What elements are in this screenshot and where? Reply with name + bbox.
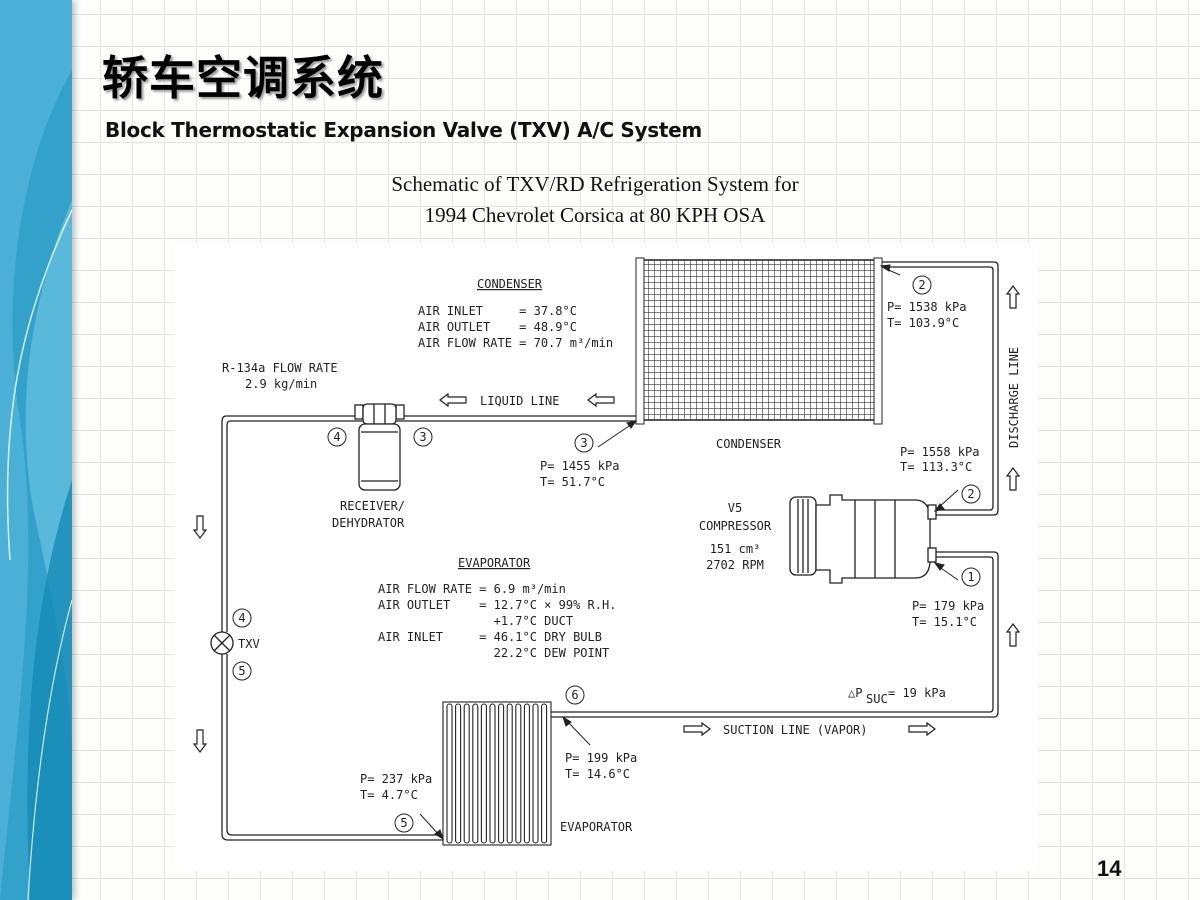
point-1-number: 1 <box>967 570 974 584</box>
point-2-pressure-condenser: P= 1538 kPa <box>887 300 966 314</box>
slide-sidebar-decoration <box>0 0 72 900</box>
liquid-line-label: LIQUID LINE <box>480 394 559 408</box>
point-3-temperature: T= 51.7°C <box>540 475 605 489</box>
condenser-info-line: AIR INLET = 37.8°C <box>418 304 577 318</box>
point-1-temperature: T= 15.1°C <box>912 615 977 629</box>
point-5-number: 5 <box>400 816 407 830</box>
liquid-line-pipe <box>221 415 640 632</box>
evaporator-tube <box>506 703 513 844</box>
suction-line-pipe <box>551 551 999 718</box>
point-6-number: 6 <box>571 688 578 702</box>
point-3-number-outlet: 3 <box>580 436 587 450</box>
point-3-pressure: P= 1455 kPa <box>540 459 619 473</box>
evaporator-info-line: AIR OUTLET = 12.7°C × 99% R.H. <box>378 598 616 612</box>
evaporator-tube <box>455 703 462 844</box>
point-2-number: 2 <box>918 278 925 292</box>
compressor-model: V5 <box>728 501 742 515</box>
compressor-displacement: 151 cm³ <box>710 542 761 556</box>
point-2-number-outlet: 2 <box>967 487 974 501</box>
evaporator-info-heading: EVAPORATOR <box>458 556 531 570</box>
txv-to-evaporator-pipe <box>221 654 443 841</box>
txv-label: TXV <box>238 637 260 651</box>
point-6-temperature: T= 14.6°C <box>565 767 630 781</box>
compressor-rpm: 2702 RPM <box>706 558 764 572</box>
evaporator-info-line: AIR INLET = 46.1°C DRY BULB <box>378 630 602 644</box>
evaporator-tube <box>523 703 530 844</box>
evaporator-label: EVAPORATOR <box>560 820 633 834</box>
condenser-info-line: AIR OUTLET = 48.9°C <box>418 320 577 334</box>
evaporator-info-line: AIR FLOW RATE = 6.9 m³/min <box>378 582 566 596</box>
down-arrow-2-icon <box>192 729 208 753</box>
point-3-number: 3 <box>419 430 426 444</box>
txv-valve-icon <box>210 631 234 655</box>
dehydrator-label: DEHYDRATOR <box>332 516 405 530</box>
condenser-info-heading: CONDENSER <box>477 277 543 291</box>
delta-p-value: = 19 kPa <box>888 686 946 700</box>
liquid-line-arrow-right-icon <box>587 392 615 408</box>
discharge-up-arrow-2-icon <box>1005 467 1021 491</box>
evaporator-tube <box>541 703 548 844</box>
discharge-line-label: DISCHARGE LINE <box>1007 347 1021 448</box>
condenser-coil <box>635 257 883 425</box>
point-2-temperature-condenser: T= 103.9°C <box>887 316 959 330</box>
diagram-title-line-1: Schematic of TXV/RD Refrigeration System… <box>391 172 799 196</box>
evaporator-tube <box>472 703 479 844</box>
point-4-number-txv: 4 <box>238 611 245 625</box>
discharge-up-arrow-icon <box>1005 285 1021 309</box>
point-5-pressure: P= 237 kPa <box>360 772 432 786</box>
point-2-pressure: P= 1558 kPa <box>900 445 979 459</box>
point-6-pressure: P= 199 kPa <box>565 751 637 765</box>
discharge-line-pipe <box>880 261 999 516</box>
point-4-number: 4 <box>333 430 340 444</box>
suction-up-arrow-icon <box>1005 623 1021 647</box>
suction-arrow-right-icon <box>908 721 936 737</box>
delta-p-label: △P <box>848 686 862 700</box>
evaporator-tube <box>498 703 505 844</box>
compressor-icon <box>789 494 937 584</box>
flow-rate-label: R-134a FLOW RATE <box>222 361 338 375</box>
page-number: 14 <box>1097 856 1122 881</box>
evaporator-tube <box>515 703 522 844</box>
delta-p-subscript: SUC <box>866 692 888 706</box>
sidebar-waves <box>0 0 72 900</box>
evaporator-tube <box>480 703 487 844</box>
compressor-label: COMPRESSOR <box>699 519 772 533</box>
diagram-title-line-2: 1994 Chevrolet Corsica at 80 KPH OSA <box>424 203 766 227</box>
flow-rate-value: 2.9 kg/min <box>245 377 317 391</box>
point-2-temperature: T= 113.3°C <box>900 460 972 474</box>
receiver-label: RECEIVER/ <box>340 499 405 513</box>
evaporator-tube <box>446 703 453 844</box>
condenser-label: CONDENSER <box>716 437 782 451</box>
condenser-info-line: AIR FLOW RATE = 70.7 m³/min <box>418 336 613 350</box>
suction-arrow-left-icon <box>683 721 711 737</box>
point-5-number-txv: 5 <box>238 664 245 678</box>
point-5-temperature: T= 4.7°C <box>360 788 418 802</box>
evaporator-info-line: +1.7°C DUCT <box>378 614 573 628</box>
evaporator-info-line: 22.2°C DEW POINT <box>378 646 609 660</box>
evaporator-coil <box>442 701 552 846</box>
down-arrow-icon <box>192 515 208 539</box>
evaporator-tube <box>463 703 470 844</box>
slide-title: 轿车空调系统 <box>102 51 384 105</box>
slide-subtitle: Block Thermostatic Expansion Valve (TXV)… <box>105 118 702 142</box>
suction-line-label: SUCTION LINE (VAPOR) <box>723 723 868 737</box>
evaporator-tube <box>532 703 539 844</box>
receiver-dehydrator <box>354 403 405 491</box>
point-1-pressure: P= 179 kPa <box>912 599 984 613</box>
evaporator-tube <box>489 703 496 844</box>
liquid-line-arrow-left-icon <box>439 392 467 408</box>
